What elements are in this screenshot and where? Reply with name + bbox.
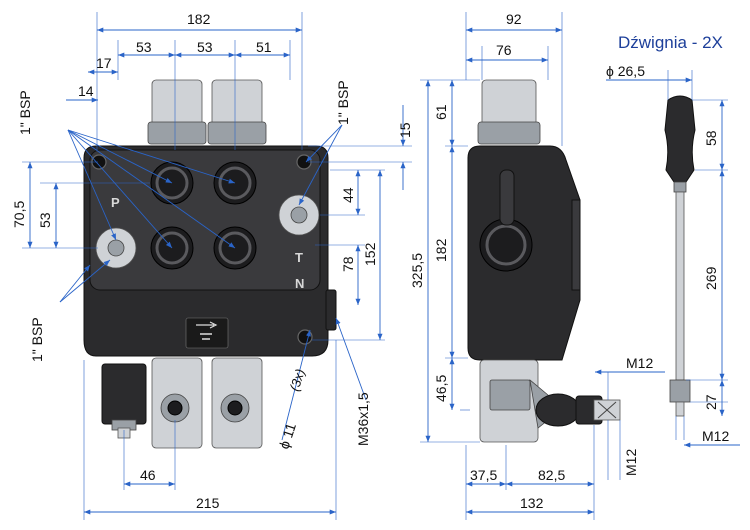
front-view: P T N [83,79,337,449]
dim-15: 15 [397,122,413,138]
side-lever-connector [529,379,621,429]
dim-152: 152 [362,242,378,266]
dim-53-b: 53 [197,39,213,55]
front-body-upper [89,149,321,291]
dim-76: 76 [496,42,512,58]
dim-182: 182 [187,11,211,27]
lever-title: Dźwignia - 2X [618,33,723,52]
dim-hole-11: ϕ 11 [276,421,299,451]
dim-m36: M36x1,5 [355,392,371,446]
side-view [467,79,621,443]
label-bsp-bottom-left: 1" BSP [29,317,45,362]
lever-grip [664,95,696,183]
front-top-spools [147,79,267,145]
lever-view [664,95,696,417]
lever-dim-dia: ϕ 26,5 [606,63,645,79]
dim-hole-count: (3x) [287,367,308,393]
front-side-fitting [325,289,337,331]
dim-78: 78 [340,256,356,272]
front-bottom-fittings [101,357,263,449]
dim-215: 215 [196,495,220,511]
label-bsp-top-right: 1" BSP [335,80,351,125]
dim-m12-top: M12 [626,355,653,371]
lever-dimensions: ϕ 26,5 58 269 27 M12 [606,63,740,448]
dim-51: 51 [256,39,272,55]
dim-132: 132 [520,495,544,511]
dim-37-5: 37,5 [470,467,497,483]
label-bsp-top-left: 1" BSP [17,90,33,135]
lever-dim-27: 27 [703,394,719,410]
dim-53-a: 53 [136,39,152,55]
dim-70-5: 70,5 [11,201,27,228]
nameplate [185,317,229,349]
label-port-p: P [111,195,120,210]
label-port-n: N [295,276,304,291]
lever-rod [675,191,685,381]
dim-182-v: 182 [433,238,449,262]
dim-92: 92 [506,11,522,27]
dim-44: 44 [340,187,356,203]
dim-46-5: 46,5 [433,375,449,402]
front-dimensions: 182 53 53 51 17 14 70,5 53 15 44 [11,11,413,520]
dim-m12-side: M12 [623,449,639,476]
lever-thread-end [669,379,691,403]
dim-46: 46 [140,467,156,483]
dim-14: 14 [78,83,94,99]
dim-61: 61 [433,104,449,120]
lever-dim-269: 269 [703,266,719,290]
lever-dim-58: 58 [703,130,719,146]
dim-82-5: 82,5 [538,467,565,483]
side-dimensions: 92 76 61 182 325,5 46,5 M12 M12 37,5 82,… [409,11,665,520]
dim-53-v: 53 [37,212,53,228]
dim-325-5: 325,5 [409,253,425,288]
lever-dim-m12: M12 [702,428,729,444]
label-port-t: T [295,250,303,265]
dim-17: 17 [96,55,112,71]
